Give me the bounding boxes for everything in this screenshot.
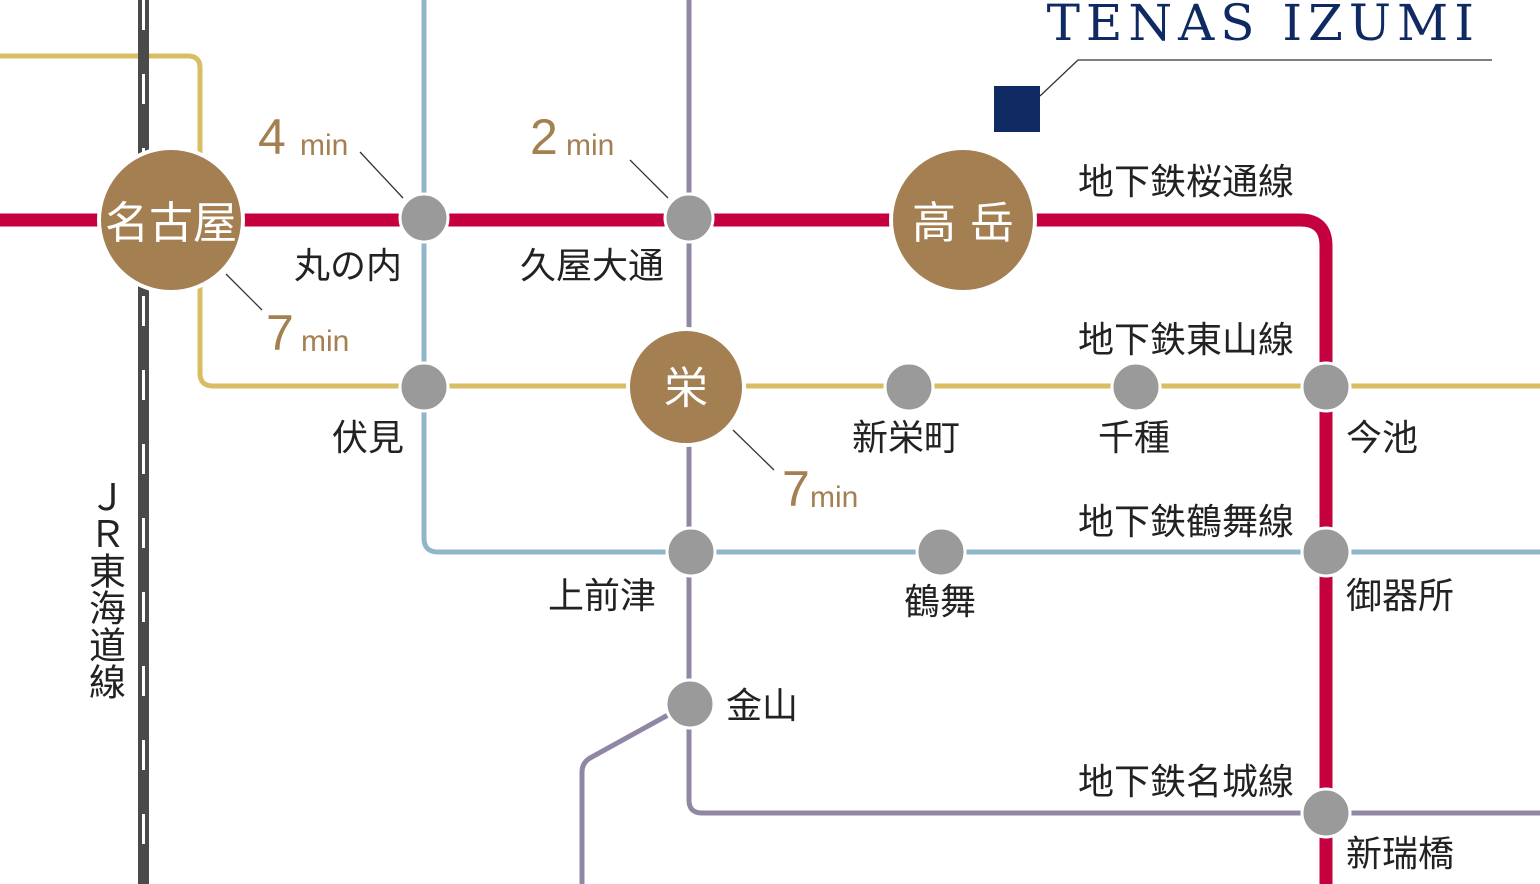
station-name-tsurumai: 鶴舞 — [904, 582, 976, 623]
sakuradori-line — [0, 213, 1333, 884]
station-takaoka-circle — [889, 146, 1037, 294]
line-name-tsurumai: 地下鉄鶴舞線 — [1078, 502, 1294, 543]
time-value-sakae: 7 — [782, 461, 810, 517]
station-name-takaoka: 高 岳 — [912, 198, 1014, 249]
station-kamimaezu — [665, 526, 717, 578]
brand-name: TENAS IZUMI — [1047, 0, 1480, 52]
station-tsurumai — [915, 526, 967, 578]
station-marunouchi — [398, 192, 450, 244]
time-value-hisaya-odori: 2 — [530, 109, 558, 165]
jr-tokaido-line — [138, 0, 149, 884]
station-gokiso — [1300, 526, 1352, 578]
station-nagoya-circle — [97, 146, 245, 294]
time-unit-hisaya-odori: min — [566, 129, 614, 162]
station-name-imaike: 今池 — [1346, 418, 1418, 459]
major-stations — [97, 146, 1037, 447]
station-imaike — [1300, 361, 1352, 413]
station-name-shinsakae: 新栄町 — [852, 418, 960, 459]
station-shinsakae — [883, 361, 935, 413]
station-sakae-circle — [626, 327, 746, 447]
station-aratamabashi — [1300, 787, 1352, 839]
station-name-marunouchi: 丸の内 — [294, 246, 402, 287]
station-kanayama — [664, 678, 716, 730]
station-name-fushimi: 伏見 — [332, 418, 404, 459]
time-unit-sakae: min — [810, 481, 858, 514]
station-name-kanayama: 金山 — [726, 686, 798, 727]
station-fushimi — [398, 361, 450, 413]
station-name-chikusa: 千種 — [1098, 418, 1170, 459]
meijo-line — [579, 0, 1540, 884]
line-name-higashiyama: 地下鉄東山線 — [1078, 320, 1294, 361]
time-unit-marunouchi: min — [300, 129, 348, 162]
line-name-meijo: 地下鉄名城線 — [1078, 762, 1294, 803]
line-name-sakuradori: 地下鉄桜通線 — [1078, 162, 1294, 203]
tenas-izumi-marker-icon — [994, 86, 1040, 132]
line-name-jr-tokaido: ＪＲ東海道線 — [83, 478, 126, 700]
station-name-gokiso: 御器所 — [1346, 576, 1454, 617]
time-value-nagoya: 7 — [266, 305, 294, 361]
station-name-hisaya-odori: 久屋大通 — [520, 246, 664, 287]
station-name-kamimaezu: 上前津 — [548, 576, 656, 617]
time-leader-lines — [225, 59, 1492, 471]
time-value-marunouchi: 4 — [258, 109, 286, 165]
station-name-nagoya: 名古屋 — [105, 198, 237, 249]
station-name-sakae: 栄 — [664, 363, 708, 414]
station-hisaya-odori — [663, 192, 715, 244]
tsurumai-line — [421, 0, 1540, 555]
station-chikusa — [1110, 361, 1162, 413]
station-name-aratamabashi: 新瑞橋 — [1346, 834, 1454, 875]
minor-stations — [398, 192, 1352, 839]
time-unit-nagoya: min — [301, 325, 349, 358]
